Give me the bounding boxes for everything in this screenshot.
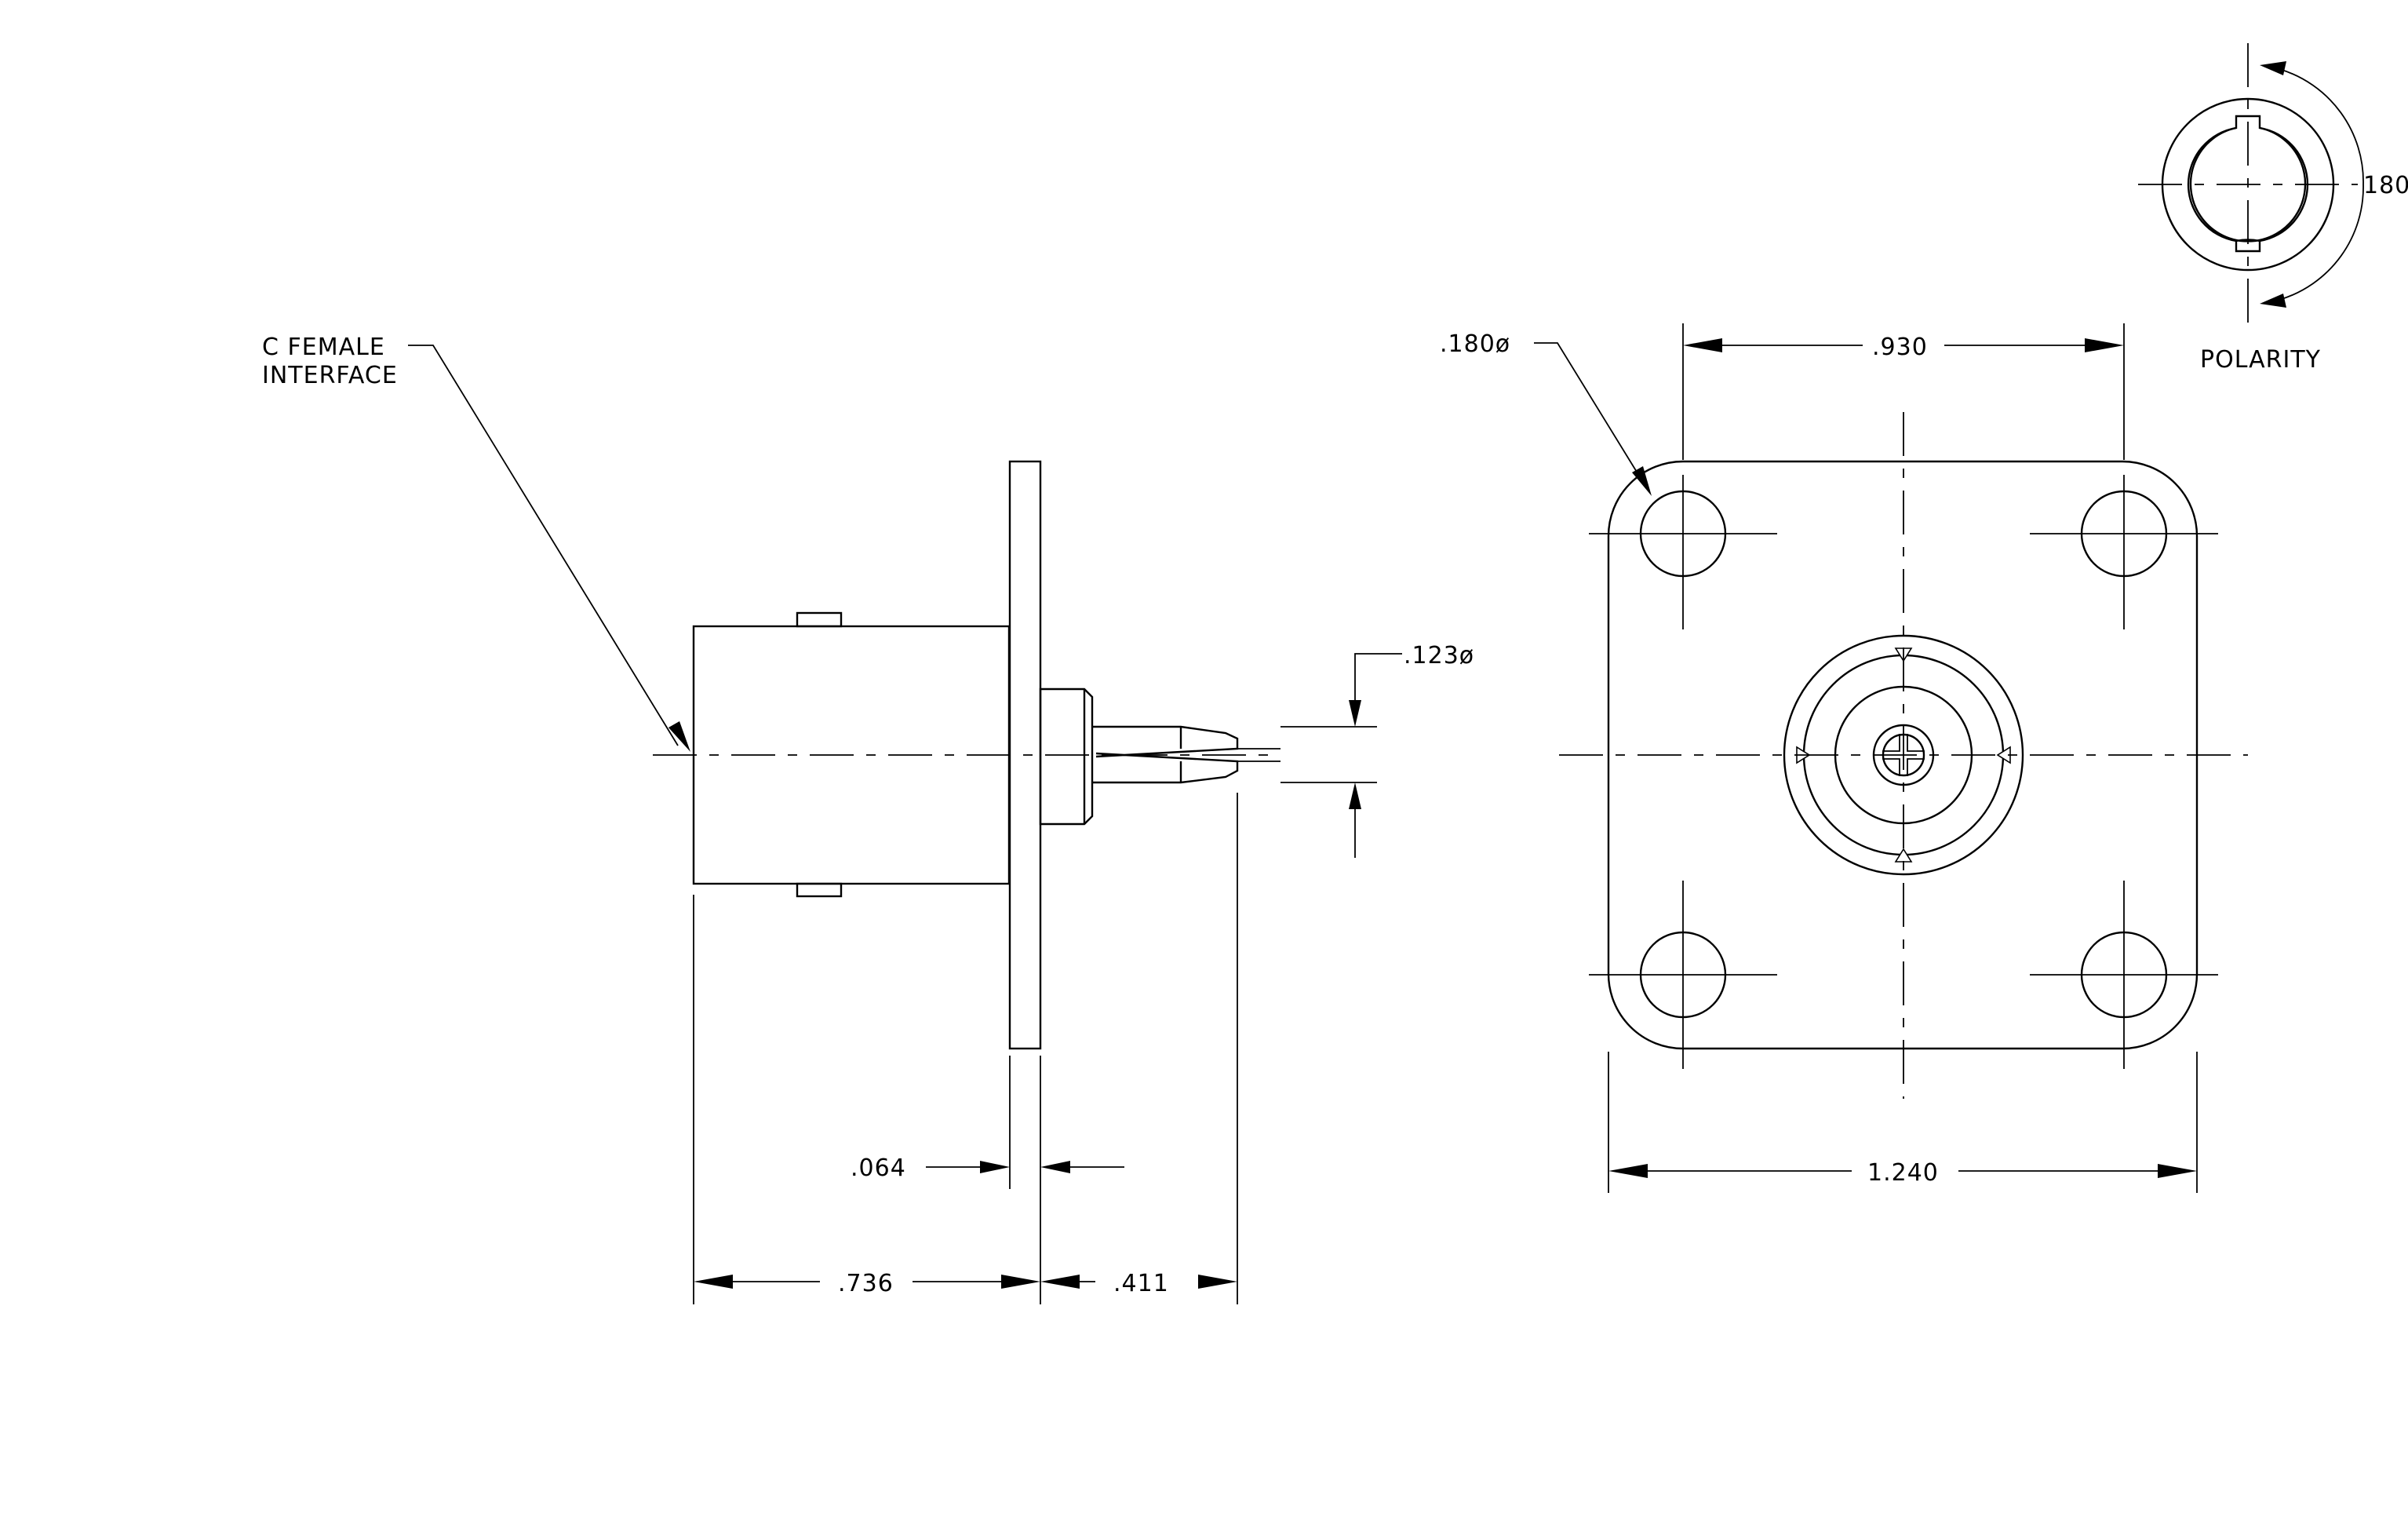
flange-width-label: 1.240 [1867,1159,1939,1187]
pin-len-label: .411 [1113,1270,1169,1297]
bayonet-stud-top [796,611,843,628]
hole-spacing-label: .930 [1872,334,1928,361]
flange-thk-label: .064 [851,1154,906,1182]
bayonet-stud-bottom [796,882,843,898]
polarity-label: POLARITY [2200,346,2321,374]
polarity-rotation-arc [2279,68,2364,301]
interface-label-line2: INTERFACE [262,362,398,389]
front-view: .930 .180ø 1.240 [1440,323,2248,1193]
polarity-angle-label: 180° [2363,172,2408,199]
polarity-keyed-socket [2189,115,2307,253]
center-pin [1092,725,1239,784]
body-len-label: .736 [838,1270,894,1297]
side-view: C FEMALE INTERFACE .123ø .064 .736 .411 [262,334,1474,1304]
polarity-detail: 180° POLARITY [2138,43,2408,374]
coupling-outer-ring [1783,634,2024,876]
pin-dia-label: .123ø [1404,642,1474,669]
interface-leader [408,345,679,746]
hole-leader [1534,342,1642,480]
hole-dia-label: .180ø [1440,330,1510,358]
interface-label-line1: C FEMALE [262,334,385,361]
